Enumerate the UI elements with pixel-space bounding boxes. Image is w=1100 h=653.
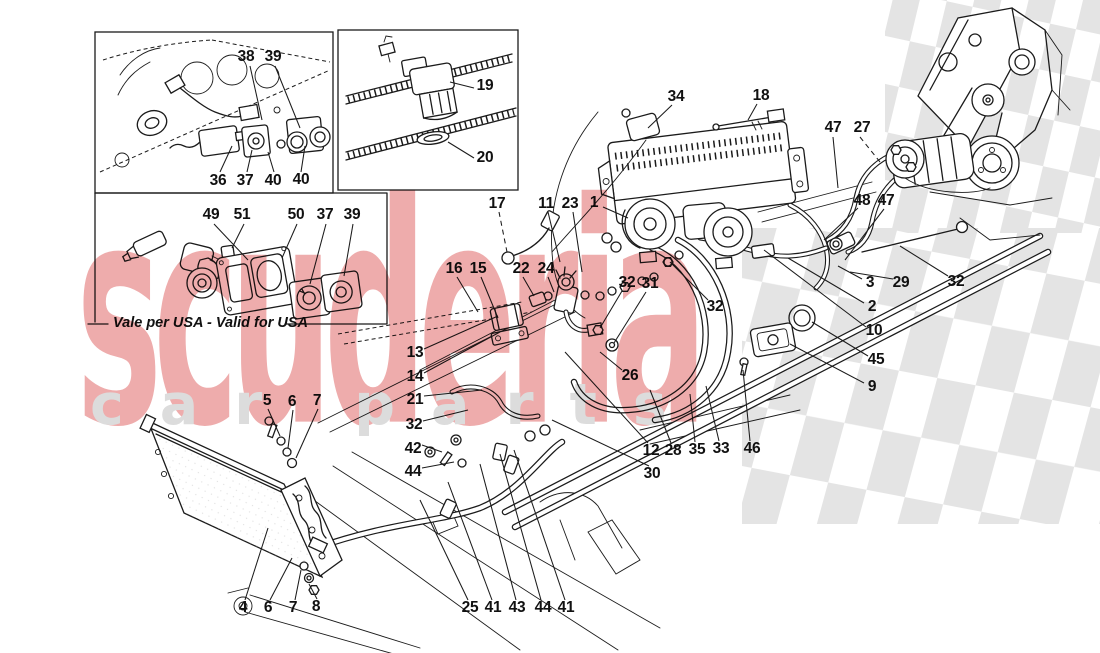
part-callout[interactable]: 44 [404,463,422,480]
part-callout[interactable]: 47 [824,119,842,136]
usa-caption: Vale per USA - Valid for USA [113,315,308,331]
part-callout[interactable]: 50 [287,206,305,223]
part-callout[interactable]: 9 [867,378,877,395]
part-callout[interactable]: 39 [343,206,361,223]
part-callout[interactable]: 7 [288,599,298,616]
part-callout[interactable]: 32 [706,298,724,315]
pressure-switch-sensor-drawing [551,108,786,253]
part-callout[interactable]: 2 [867,298,877,315]
part-callout[interactable]: 44 [534,599,552,616]
evaporator-unit-drawing [597,121,810,270]
part-callout[interactable]: 5 [262,392,272,409]
part-callout[interactable]: 23 [561,195,579,212]
part-callout[interactable]: 4 [238,599,248,616]
part-callout[interactable]: 34 [667,88,685,105]
part-callout[interactable]: 20 [476,149,494,166]
part-callout[interactable]: 36 [209,172,227,189]
part-callout[interactable]: 19 [476,77,494,94]
expansion-valve-drawing [489,210,684,352]
part-callout[interactable]: 22 [512,260,530,277]
part-callout[interactable]: 37 [316,206,334,223]
part-callout[interactable]: 24 [537,260,555,277]
part-callout[interactable]: 47 [877,192,895,209]
part-callout[interactable]: 32 [405,416,423,433]
part-callout[interactable]: 35 [688,441,706,458]
part-callout[interactable]: 8 [311,598,321,615]
part-callout[interactable]: 31 [641,275,659,292]
part-callout[interactable]: 27 [853,119,871,136]
part-callout[interactable]: 38 [237,48,255,65]
usa-box [87,192,388,325]
part-callout[interactable]: 43 [508,599,526,616]
part-callout[interactable]: 48 [853,192,871,209]
part-callout[interactable]: 10 [865,322,883,339]
part-callout[interactable]: 12 [642,442,660,459]
part-callout[interactable]: 11 [538,195,554,212]
part-callout[interactable]: 13 [406,344,424,361]
part-callout[interactable]: 46 [743,440,761,457]
part-callout[interactable]: 40 [264,172,282,189]
part-callout[interactable]: 37 [236,172,254,189]
hose-clamps-drawing [424,424,551,519]
part-callout[interactable]: 33 [712,440,730,457]
part-callout[interactable]: 15 [469,260,487,277]
part-callout[interactable]: 1 [589,194,599,211]
part-callout[interactable]: 39 [264,48,282,65]
engine-drawing [885,7,1071,241]
part-callout[interactable]: 16 [445,260,463,277]
part-callout[interactable]: 25 [461,599,479,616]
part-callout[interactable]: 41 [484,599,502,616]
part-callout[interactable]: 18 [752,87,770,104]
inset-drier [337,29,519,191]
part-callout[interactable]: 42 [404,440,422,457]
part-callout[interactable]: 32 [947,273,965,290]
condenser-drawing [139,413,343,595]
part-callout[interactable]: 45 [867,351,885,368]
part-callout[interactable]: 30 [643,465,661,482]
part-callout[interactable]: 49 [202,206,220,223]
part-callout[interactable]: 41 [557,599,575,616]
part-callout[interactable]: 7 [312,392,322,409]
part-callout[interactable]: 51 [233,206,251,223]
part-callout[interactable]: 40 [292,171,310,188]
inset-dashboard [94,31,334,194]
part-callout[interactable]: 29 [892,274,910,291]
part-callout[interactable]: 21 [406,391,424,408]
leader-lines [213,65,949,601]
part-callout[interactable]: 28 [664,442,682,459]
part-callout[interactable]: 3 [865,274,875,291]
fittings-brackets-drawing [663,231,856,377]
part-callout[interactable]: 6 [263,599,273,616]
part-callout[interactable]: 14 [406,368,424,385]
chassis-lines [227,111,877,653]
part-callout[interactable]: 17 [488,195,506,212]
part-callout[interactable]: 26 [621,367,639,384]
part-callout[interactable]: 32 [618,274,636,291]
part-callout[interactable]: 6 [287,393,297,410]
